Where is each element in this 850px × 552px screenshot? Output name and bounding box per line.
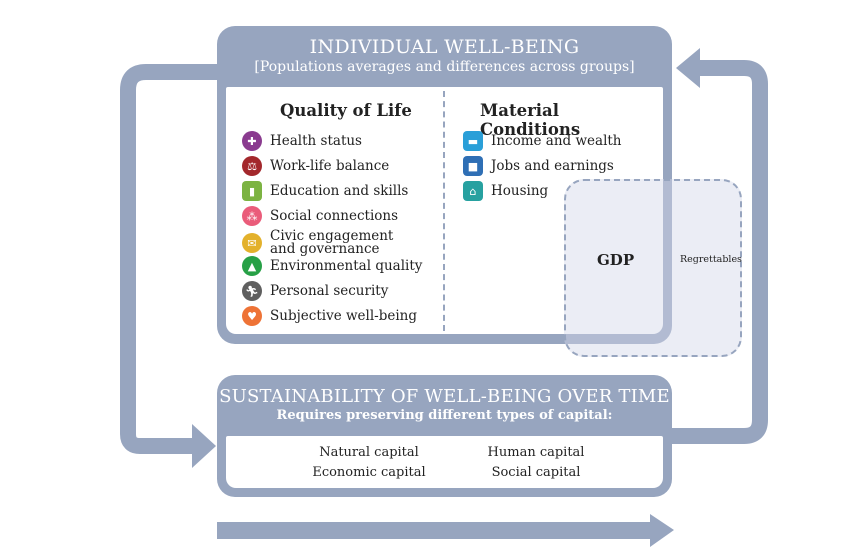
briefcase-icon: ■ <box>463 156 483 176</box>
capital-types-box: Natural capital Human capital Economic c… <box>226 436 663 488</box>
list-item-housing: ⌂ Housing <box>463 180 548 202</box>
capital-human: Human capital <box>487 445 585 460</box>
item-label: Environmental quality <box>270 258 423 274</box>
tree-icon: ▲ <box>242 256 262 276</box>
item-label: Education and skills <box>270 183 409 199</box>
regrettables-label: Regrettables <box>680 254 742 265</box>
right-loop-arrow <box>672 60 768 444</box>
list-item-social-connections: ⁂ Social connections <box>242 205 398 227</box>
list-item-health-status: ✚ Health status <box>242 130 362 152</box>
sustainability-panel: SUSTAINABILITY OF WELL-BEING OVER TIME R… <box>217 375 672 497</box>
left-loop-arrow <box>120 64 217 454</box>
list-item-education-and-skills: ▮ Education and skills <box>242 180 408 202</box>
capital-natural: Natural capital <box>319 445 419 460</box>
item-label: Jobs and earnings <box>491 158 614 174</box>
item-label: Work-life balance <box>270 158 390 174</box>
list-item-environmental-quality: ▲ Environmental quality <box>242 255 422 277</box>
item-label: Subjective well-being <box>270 308 417 324</box>
list-item-personal-security: 🏃︎ Personal security <box>242 280 388 302</box>
time-arrow-shaft <box>217 522 652 539</box>
list-item-civic-engagement: ✉ Civic engagement and governance <box>242 229 393 257</box>
house-icon: ⌂ <box>463 181 483 201</box>
list-item-subjective-wellbeing: ♥ Subjective well-being <box>242 305 417 327</box>
gdp-label: GDP <box>597 251 635 269</box>
book-icon: ▮ <box>242 181 262 201</box>
individual-wellbeing-panel: INDIVIDUAL WELL-BEING [Populations avera… <box>217 26 672 344</box>
item-label: Housing <box>491 183 549 199</box>
left-loop-arrowhead <box>192 424 216 468</box>
individual-wellbeing-title: INDIVIDUAL WELL-BEING <box>309 36 580 58</box>
item-label: Income and wealth <box>491 133 622 149</box>
right-loop-arrowhead <box>676 48 700 88</box>
list-item-jobs-and-earnings: ■ Jobs and earnings <box>463 155 614 177</box>
health-cross-icon: ✚ <box>242 131 262 151</box>
sustainability-subtitle: Requires preserving different types of c… <box>276 408 613 423</box>
list-item-income-and-wealth: ▬ Income and wealth <box>463 130 622 152</box>
capital-social: Social capital <box>491 465 581 480</box>
running-person-icon: 🏃︎ <box>242 281 262 301</box>
capital-economic: Economic capital <box>312 465 426 480</box>
item-label: Civic engagement and governance <box>270 228 394 257</box>
column-divider <box>443 91 445 331</box>
envelope-icon: ✉ <box>242 233 262 253</box>
individual-wellbeing-subtitle: [Populations averages and differences ac… <box>254 59 635 75</box>
sustainability-title: SUSTAINABILITY OF WELL-BEING OVER TIME <box>219 386 670 407</box>
material-conditions-heading: Material Conditions <box>480 101 581 139</box>
item-label: Personal security <box>270 283 389 299</box>
banknote-icon: ▬ <box>463 131 483 151</box>
wellbeing-dimensions-box: Quality of Life ✚ Health status ⚖ Work-l… <box>226 87 663 334</box>
item-label: Health status <box>270 133 362 149</box>
heart-icon: ♥ <box>242 306 262 326</box>
item-label: Social connections <box>270 208 399 224</box>
people-icon: ⁂ <box>242 206 262 226</box>
quality-of-life-heading: Quality of Life <box>280 101 412 120</box>
list-item-work-life-balance: ⚖ Work-life balance <box>242 155 389 177</box>
gdp-region <box>564 179 742 357</box>
time-arrow-head <box>650 514 674 547</box>
balance-scale-icon: ⚖ <box>242 156 262 176</box>
